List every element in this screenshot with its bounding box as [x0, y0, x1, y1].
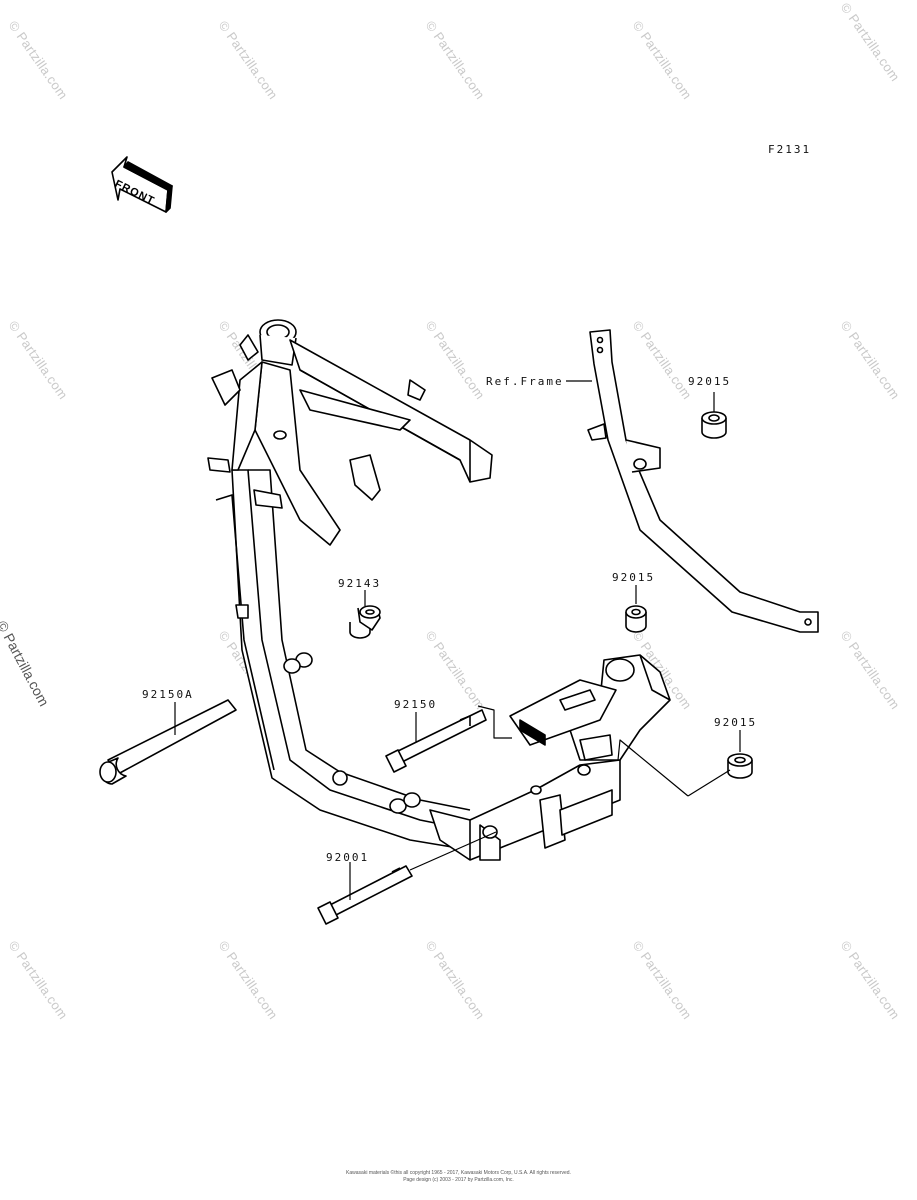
front-arrow-icon	[111, 156, 173, 213]
part-label-92150[interactable]: 92150	[394, 698, 438, 711]
part-label-92015-top[interactable]: 92015	[688, 375, 732, 388]
part-label-92015-lower[interactable]: 92015	[714, 716, 758, 729]
bolt-92150	[385, 709, 487, 773]
bushing-92143	[349, 605, 381, 639]
bolt-92001	[317, 865, 413, 925]
diagram-code: F2131	[768, 143, 812, 156]
bolt-92150a	[99, 699, 237, 785]
ref-frame-label: Ref.Frame	[486, 375, 564, 388]
part-label-92015-middle[interactable]: 92015	[612, 571, 656, 584]
part-label-92150a[interactable]: 92150A	[142, 688, 194, 701]
ref-frame	[587, 329, 819, 633]
main-frame	[207, 319, 671, 861]
leader-lines	[174, 380, 741, 900]
part-label-92143[interactable]: 92143	[338, 577, 382, 590]
washer-92015-lower	[727, 753, 753, 779]
washer-92015-top	[701, 411, 727, 439]
part-label-92001[interactable]: 92001	[326, 851, 370, 864]
copyright-line: Kawasaki materials ©this all copyright 1…	[346, 1170, 571, 1176]
washer-92015-middle	[625, 605, 647, 633]
page-design-line: Page design (c) 2003 - 2017 by Partzilla…	[403, 1177, 514, 1183]
